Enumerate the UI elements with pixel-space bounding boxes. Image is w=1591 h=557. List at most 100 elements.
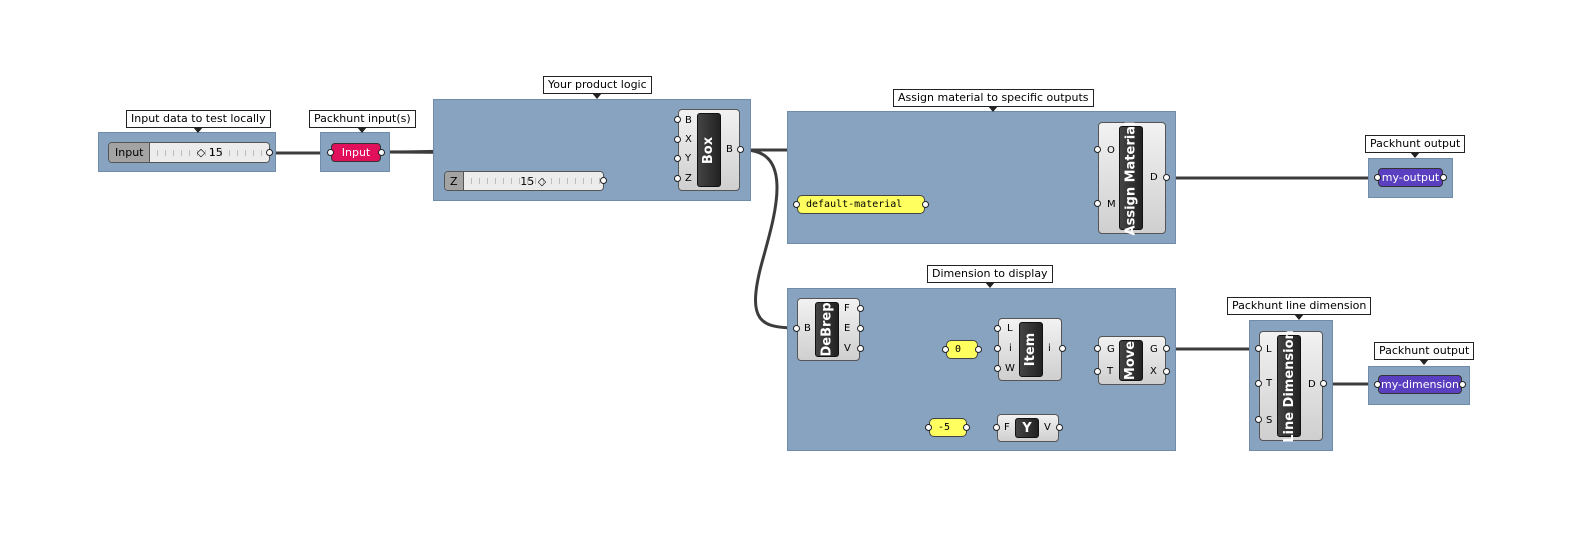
z-slider[interactable]: Z 15 ◇ (444, 171, 604, 191)
move-output-x: X (1150, 366, 1157, 377)
item-output-i: i (1048, 343, 1051, 354)
linedim-in-port[interactable] (1255, 345, 1262, 352)
yvec-input-f: F (1004, 422, 1010, 433)
index-panel[interactable]: 0 (946, 340, 978, 359)
input-slider[interactable]: Input ◇ 15 (108, 142, 270, 163)
negative-panel[interactable]: -5 (929, 418, 967, 437)
box-in-port[interactable] (674, 175, 681, 182)
item-in-port[interactable] (994, 325, 1001, 332)
my-dimension-param[interactable]: my-dimension (1378, 375, 1462, 394)
assign-in-port[interactable] (1094, 200, 1101, 207)
panel-in-port[interactable] (793, 201, 800, 208)
debrep-input-b: B (804, 323, 811, 334)
move-output-g: G (1150, 344, 1158, 355)
linedim-input-s: S (1266, 415, 1273, 426)
debrep-in-port[interactable] (793, 325, 800, 332)
box-out-port[interactable] (737, 146, 744, 153)
group-label-line-dimension: Packhunt line dimension (1227, 297, 1372, 320)
linedim-input-t: T (1266, 378, 1273, 389)
move-in-port[interactable] (1094, 368, 1101, 375)
move-out-port[interactable] (1163, 368, 1170, 375)
group-label-product-logic: Your product logic (543, 76, 652, 99)
debrep-out-port[interactable] (857, 305, 864, 312)
assign-title: Assign Material (1119, 121, 1143, 235)
box-input-x: X (685, 134, 692, 145)
linedim-in-port[interactable] (1255, 416, 1262, 423)
yvec-in-port[interactable] (993, 424, 1000, 431)
debrep-out-port[interactable] (857, 345, 864, 352)
slider-grip-icon[interactable]: ◇ (196, 146, 209, 159)
move-input-t: T (1107, 366, 1114, 377)
group-label-input-data: Input data to test locally (126, 110, 271, 133)
z-slider-value: 15 (520, 174, 535, 188)
input-slider-name: Input (109, 143, 151, 162)
my-dimension-out-port[interactable] (1459, 381, 1466, 388)
box-in-port[interactable] (674, 116, 681, 123)
index-panel-out-port[interactable] (975, 346, 982, 353)
debrep-title: DeBrep (815, 302, 839, 357)
group-label-dimension-display: Dimension to display (927, 265, 1053, 288)
move-out-port[interactable] (1163, 345, 1170, 352)
my-output-param[interactable]: my-output (1378, 168, 1443, 187)
neg-panel-out-port[interactable] (963, 424, 970, 431)
input-param-out-port[interactable] (378, 149, 385, 156)
packhunt-input-param[interactable]: Input (331, 143, 381, 162)
unit-y-component[interactable]: F Y V (997, 414, 1059, 442)
z-slider-track[interactable]: 15 ◇ (463, 172, 603, 190)
linedim-input-l: L (1266, 344, 1272, 355)
default-material-panel[interactable]: default-material (797, 195, 925, 214)
yvec-output-v: V (1044, 422, 1051, 433)
item-input-w: W (1005, 363, 1015, 374)
input-slider-track[interactable]: ◇ 15 (150, 143, 269, 162)
my-output-out-port[interactable] (1440, 174, 1447, 181)
slider-grip-icon[interactable]: ◇ (534, 174, 547, 188)
assign-in-port[interactable] (1094, 146, 1101, 153)
z-slider-output-port[interactable] (600, 177, 607, 184)
neg-panel-in-port[interactable] (925, 424, 932, 431)
assign-input-m: M (1107, 199, 1116, 210)
assign-output-d: D (1150, 172, 1158, 183)
debrep-out-port[interactable] (857, 325, 864, 332)
box-output-b: B (726, 144, 733, 155)
move-in-port[interactable] (1094, 345, 1101, 352)
group-label-packhunt-inputs: Packhunt input(s) (309, 110, 416, 133)
debrep-output-v: V (844, 343, 851, 354)
box-input-b: B (685, 115, 692, 126)
item-input-i: i (1009, 343, 1012, 354)
assign-material-component[interactable]: O M Assign Material D (1098, 121, 1166, 235)
item-in-port[interactable] (994, 345, 1001, 352)
item-in-port[interactable] (994, 365, 1001, 372)
box-component[interactable]: B X Y Z Box B (678, 109, 740, 191)
yvec-title: Y (1015, 418, 1039, 438)
debrep-component[interactable]: B DeBrep F E V (797, 298, 860, 361)
index-panel-in-port[interactable] (942, 346, 949, 353)
line-dimension-component[interactable]: L T S Line Dimension D (1259, 330, 1323, 442)
linedim-output-d: D (1308, 379, 1316, 390)
assign-out-port[interactable] (1163, 174, 1170, 181)
box-input-y: Y (685, 153, 692, 164)
box-in-port[interactable] (674, 155, 681, 162)
linedim-out-port[interactable] (1320, 380, 1327, 387)
assign-input-o: O (1107, 145, 1115, 156)
linedim-title: Line Dimension (1277, 330, 1301, 442)
input-param-in-port[interactable] (327, 149, 334, 156)
input-slider-output-port[interactable] (266, 149, 273, 156)
my-dimension-in-port[interactable] (1374, 381, 1381, 388)
my-output-in-port[interactable] (1374, 174, 1381, 181)
item-out-port[interactable] (1059, 345, 1066, 352)
group-label-assign-material: Assign material to specific outputs (893, 89, 1094, 112)
move-component[interactable]: G T Move G X (1098, 336, 1166, 385)
z-slider-name: Z (445, 172, 464, 190)
yvec-out-port[interactable] (1056, 424, 1063, 431)
move-input-g: G (1107, 344, 1115, 355)
input-slider-value: 15 (208, 146, 223, 159)
debrep-output-e: E (844, 323, 851, 334)
debrep-output-f: F (844, 303, 850, 314)
item-input-l: L (1007, 323, 1013, 334)
box-title: Box (697, 113, 721, 187)
panel-out-port[interactable] (922, 201, 929, 208)
linedim-in-port[interactable] (1255, 380, 1262, 387)
group-label-packhunt-output-1: Packhunt output (1365, 135, 1466, 158)
box-in-port[interactable] (674, 136, 681, 143)
item-component[interactable]: L i W Item i (998, 318, 1062, 381)
